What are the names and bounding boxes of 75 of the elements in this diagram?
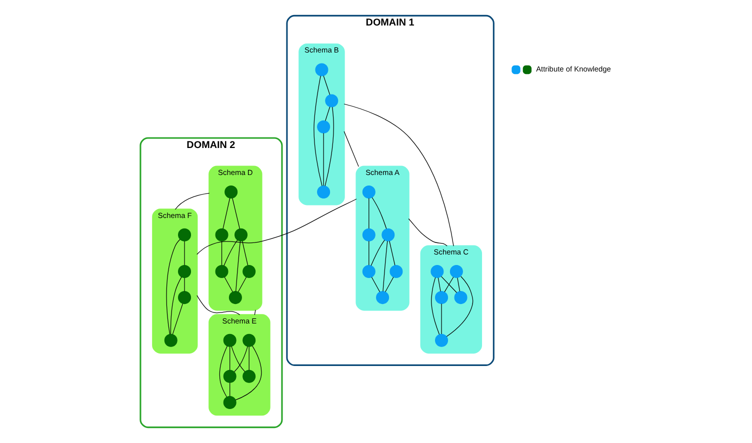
node-circle	[314, 63, 328, 76]
node-circle	[222, 370, 236, 383]
connector	[384, 276, 394, 292]
connector	[408, 218, 447, 246]
connector	[456, 278, 460, 292]
node-circle	[362, 186, 375, 199]
connector	[229, 382, 230, 396]
node-circle	[430, 264, 444, 278]
connector	[440, 303, 442, 334]
connector	[172, 303, 183, 334]
connector	[237, 276, 246, 292]
connector	[232, 198, 240, 230]
connector	[174, 192, 210, 210]
connector	[313, 76, 322, 186]
connector	[371, 197, 386, 230]
node-circle	[454, 291, 467, 304]
connector	[234, 346, 262, 400]
connector	[241, 240, 248, 266]
connector	[322, 76, 330, 96]
node-circle	[389, 264, 402, 278]
connector	[170, 276, 182, 334]
connector	[254, 310, 256, 316]
connector	[196, 198, 356, 255]
node-circle	[178, 291, 191, 304]
connector	[166, 239, 180, 334]
node-circle	[224, 186, 238, 199]
connector	[235, 240, 240, 292]
node-circle	[242, 334, 256, 347]
node-circle	[164, 334, 177, 347]
connector	[248, 346, 249, 370]
connector	[437, 278, 440, 292]
connector	[444, 276, 454, 292]
node-circle	[434, 291, 448, 304]
node-circle	[316, 186, 330, 199]
connector	[196, 295, 240, 316]
connector	[230, 346, 245, 372]
node-circle	[178, 228, 191, 242]
connector	[222, 198, 230, 230]
node-circle	[242, 264, 256, 278]
node-circle	[316, 120, 330, 134]
node-circle	[381, 228, 394, 242]
connector	[324, 106, 330, 122]
node-circle	[434, 334, 448, 347]
connector	[446, 276, 473, 337]
node-circle	[228, 291, 242, 304]
node-circle	[362, 264, 375, 278]
connector	[229, 346, 230, 370]
connector	[343, 104, 454, 246]
node-circle	[178, 264, 191, 278]
connector	[218, 346, 228, 398]
connector	[234, 346, 248, 372]
connector	[324, 106, 334, 186]
connector	[223, 240, 238, 266]
connector	[343, 131, 358, 167]
node-circle	[376, 291, 389, 304]
connector	[224, 276, 232, 292]
connector	[370, 276, 380, 292]
node-circle	[449, 264, 462, 278]
node-circle	[214, 228, 228, 242]
connector	[388, 240, 395, 266]
node-circle	[222, 396, 236, 409]
node-circle	[214, 264, 228, 278]
connector	[368, 240, 369, 266]
connector	[440, 276, 457, 293]
connector	[322, 132, 324, 186]
connector	[220, 240, 222, 266]
connector	[382, 240, 388, 292]
connector	[370, 240, 384, 266]
connector	[430, 277, 440, 335]
connector	[368, 198, 369, 229]
node-circle	[242, 370, 256, 383]
node-circle	[234, 228, 248, 242]
node-circle	[362, 228, 375, 242]
node-circle	[222, 334, 236, 347]
node-circle	[324, 94, 338, 108]
